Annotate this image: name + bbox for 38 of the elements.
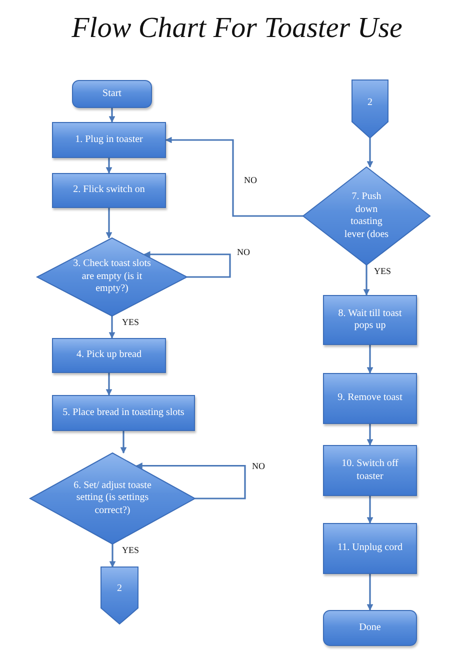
edge-label: NO	[236, 248, 251, 258]
arrow	[366, 424, 374, 446]
process-box: 4. Pick up bread	[52, 338, 166, 373]
terminal-box: Done	[323, 610, 417, 646]
process-box: 9. Remove toast	[323, 373, 417, 424]
process-box: 2. Flick switch on	[52, 173, 166, 208]
arrow	[108, 108, 116, 123]
diagram-title: Flow Chart For Toaster Use	[70, 12, 404, 45]
decision-diamond: 6. Set/ adjust toaste setting (is settings correct?)	[30, 453, 195, 544]
edge-label: NO	[243, 176, 258, 186]
off-page-connector: 2	[352, 80, 388, 138]
arrow	[109, 544, 116, 568]
arrow	[108, 316, 116, 339]
arrow	[136, 462, 246, 500]
arrow	[165, 136, 303, 217]
edge-label: NO	[251, 462, 266, 472]
arrow	[106, 158, 112, 174]
decision-diamond: 3. Check toast slots are empty (is it empty?)	[37, 238, 187, 316]
edge-label: YES	[121, 318, 140, 328]
arrow	[120, 431, 127, 454]
off-page-connector: 2	[101, 567, 138, 624]
edge-label: YES	[121, 546, 140, 556]
arrow	[366, 496, 374, 524]
arrow	[144, 251, 231, 278]
arrow	[106, 208, 112, 239]
terminal-box: Start	[72, 80, 152, 108]
decision-diamond: 7. Push down toasting lever (does	[303, 167, 430, 265]
arrow	[366, 345, 374, 374]
arrow	[366, 138, 374, 168]
process-box: 8. Wait till toast pops up	[323, 295, 417, 345]
arrow	[363, 265, 370, 296]
edge-label: YES	[373, 267, 392, 277]
process-box: 5. Place bread in toasting slots	[52, 395, 195, 431]
arrow	[366, 574, 374, 611]
process-box: 1. Plug in toaster	[52, 122, 166, 158]
process-box: 10. Switch off toaster	[323, 445, 417, 496]
arrow	[106, 373, 112, 396]
process-box: 11. Unplug cord	[323, 523, 417, 574]
